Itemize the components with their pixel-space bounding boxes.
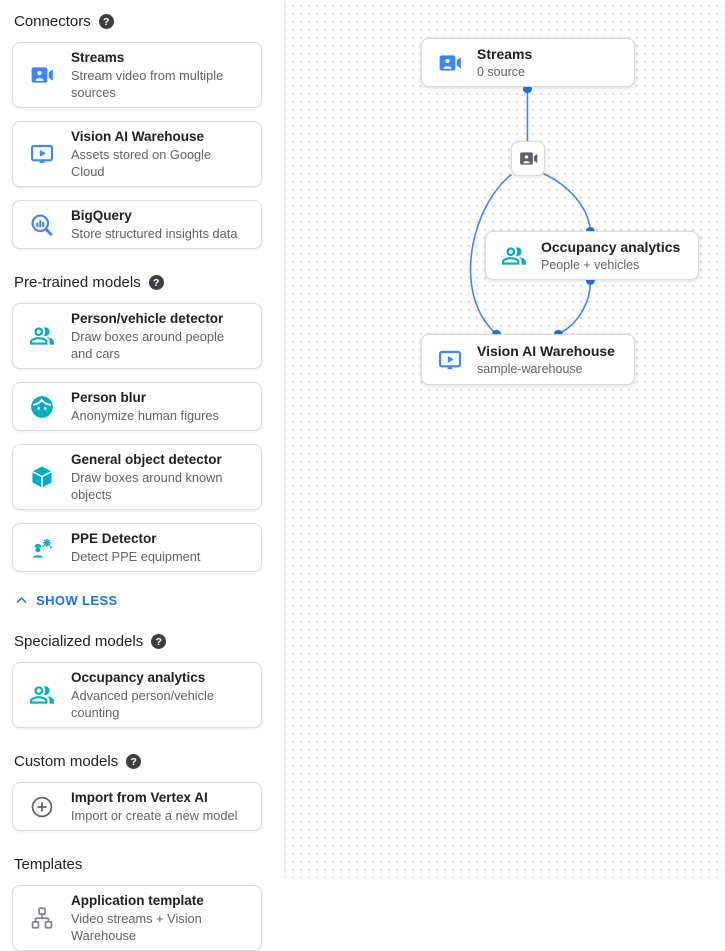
card-ppe-detector[interactable]: PPE Detector Detect PPE equipment xyxy=(12,523,262,572)
card-title: Occupancy analytics xyxy=(71,670,206,685)
card-application-template[interactable]: Application template Video streams + Vis… xyxy=(12,885,262,951)
card-description: Detect PPE equipment xyxy=(71,549,201,564)
graph-edges xyxy=(469,84,595,339)
help-icon[interactable] xyxy=(151,634,167,649)
import-vertex-icon xyxy=(29,794,55,820)
node-stream-source[interactable] xyxy=(511,141,545,176)
show-less-label: SHOW LESS xyxy=(36,593,118,608)
video-camera-icon xyxy=(437,50,463,76)
card-title: Vision AI Warehouse xyxy=(71,129,205,144)
edge-source-to-occupancy xyxy=(543,172,592,231)
node-vision-ai-warehouse[interactable]: Vision AI Warehouse sample-warehouse xyxy=(421,334,635,385)
node-title: Occupancy analytics xyxy=(541,238,681,255)
section-heading-templates: Templates xyxy=(14,856,282,873)
card-title: PPE Detector xyxy=(71,531,157,546)
node-occupancy-analytics[interactable]: Occupancy analytics People + vehicles xyxy=(485,231,699,280)
occupancy-analytics-icon xyxy=(29,682,55,708)
card-title: Streams xyxy=(71,50,125,65)
bigquery-icon xyxy=(29,212,55,238)
general-object-detector-icon xyxy=(29,464,55,490)
card-description: Draw boxes around people and cars xyxy=(71,329,224,361)
section-heading-label: Templates xyxy=(14,856,83,873)
card-occupancy-analytics[interactable]: Occupancy analytics Advanced person/vehi… xyxy=(12,662,262,728)
card-description: Stream video from multiple sources xyxy=(71,68,224,100)
card-title: Person/vehicle detector xyxy=(71,311,224,326)
card-streams[interactable]: Streams Stream video from multiple sourc… xyxy=(12,42,262,108)
person-blur-icon xyxy=(29,394,55,420)
smart-display-icon xyxy=(437,347,463,373)
card-description: Advanced person/vehicle counting xyxy=(71,688,214,720)
section-heading-label: Specialized models xyxy=(14,633,144,650)
card-description: Store structured insights data xyxy=(71,226,238,241)
card-description: Draw boxes around known objects xyxy=(71,470,223,502)
node-subtitle: sample-warehouse xyxy=(477,361,583,376)
video-camera-icon xyxy=(515,146,541,172)
card-person-blur[interactable]: Person blur Anonymize human figures xyxy=(12,382,262,431)
card-description: Import or create a new model xyxy=(71,808,238,823)
node-subtitle: People + vehicles xyxy=(541,257,640,272)
person-vehicle-detector-icon xyxy=(29,323,55,349)
card-person-vehicle-detector[interactable]: Person/vehicle detector Draw boxes aroun… xyxy=(12,303,262,369)
section-heading-label: Custom models xyxy=(14,753,119,770)
ppe-detector-icon xyxy=(29,535,55,561)
card-description: Assets stored on Google Cloud xyxy=(71,147,212,179)
section-heading-specialized-models: Specialized models xyxy=(14,633,282,650)
show-less-button[interactable]: SHOW LESS xyxy=(14,593,284,608)
section-heading-pretrained-models: Pre-trained models xyxy=(14,274,282,291)
card-bigquery[interactable]: BigQuery Store structured insights data xyxy=(12,200,262,249)
node-title: Streams xyxy=(477,45,533,62)
section-heading-label: Pre-trained models xyxy=(14,274,141,291)
node-subtitle: 0 source xyxy=(477,64,525,79)
streams-icon xyxy=(29,62,55,88)
card-title: General object detector xyxy=(71,452,222,467)
card-description: Video streams + Vision Warehouse xyxy=(71,911,202,943)
section-heading-connectors: Connectors xyxy=(14,13,282,30)
section-heading-custom-models: Custom models xyxy=(14,753,282,770)
vision-warehouse-icon xyxy=(29,141,55,167)
help-icon[interactable] xyxy=(126,754,142,769)
card-title: BigQuery xyxy=(71,208,132,223)
section-heading-label: Connectors xyxy=(14,13,91,30)
node-streams[interactable]: Streams 0 source xyxy=(421,38,635,87)
help-icon[interactable] xyxy=(148,275,164,290)
node-title: Vision AI Warehouse xyxy=(477,342,615,359)
card-title: Import from Vertex AI xyxy=(71,790,208,805)
card-vision-ai-warehouse[interactable]: Vision AI Warehouse Assets stored on Goo… xyxy=(12,121,262,187)
card-general-object-detector[interactable]: General object detector Draw boxes aroun… xyxy=(12,444,262,510)
graph-canvas[interactable]: Streams 0 source Occupancy analytics Peo… xyxy=(284,0,725,878)
help-icon[interactable] xyxy=(98,14,114,29)
application-template-icon xyxy=(29,905,55,931)
people-icon xyxy=(501,243,527,269)
card-title: Application template xyxy=(71,893,204,908)
card-import-from-vertex-ai[interactable]: Import from Vertex AI Import or create a… xyxy=(12,782,262,831)
chevron-up-icon xyxy=(16,597,27,603)
card-description: Anonymize human figures xyxy=(71,408,219,423)
edge-occupancy-to-warehouse xyxy=(559,281,592,334)
card-title: Person blur xyxy=(71,390,147,405)
component-sidebar: Connectors Streams Stream video from mul… xyxy=(0,0,284,951)
